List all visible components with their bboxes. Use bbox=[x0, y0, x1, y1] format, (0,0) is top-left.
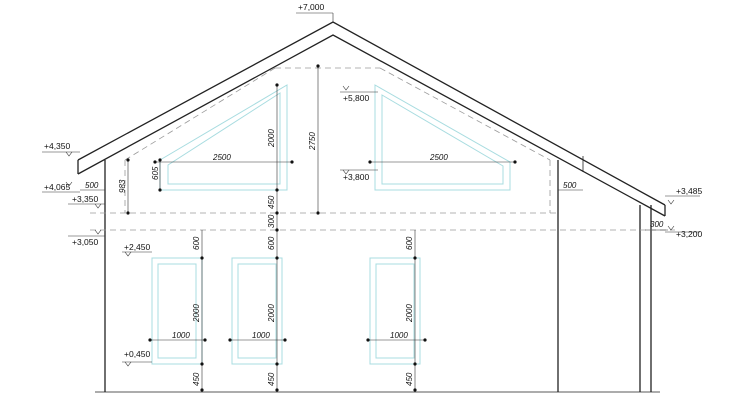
dim-450-c: 450 bbox=[405, 372, 414, 386]
dim-1000-a: 1000 bbox=[172, 331, 190, 340]
dim-2000-a: 2000 bbox=[192, 304, 201, 323]
level-marker-attic-window-bottom: +3,800 bbox=[340, 169, 378, 182]
window-2 bbox=[231, 257, 283, 365]
level-eave-right-bottom: +3,200 bbox=[676, 229, 703, 239]
level-attic-window-top: +5,800 bbox=[343, 93, 370, 103]
attic-window-left-inner bbox=[167, 92, 281, 185]
level-marker-eave-right-top: +3,485 bbox=[665, 186, 703, 205]
dim-300-eave: 300 bbox=[650, 220, 664, 229]
level-attic-window-bottom: +3,800 bbox=[343, 172, 370, 182]
dim-605: 605 bbox=[151, 166, 160, 180]
dim-1000-c: 1000 bbox=[390, 331, 408, 340]
level-marker-attic-floor-bottom: +3,050 bbox=[68, 229, 105, 247]
level-marker-eave-left-top: +4,350 bbox=[42, 141, 80, 157]
dim-300-floor: 300 bbox=[267, 214, 276, 228]
level-marker-attic-floor-top: +3,350 bbox=[68, 194, 105, 209]
dim-600-b: 600 bbox=[267, 236, 276, 250]
roof-outer-line bbox=[77, 21, 666, 206]
window-3-inner bbox=[375, 263, 415, 359]
dim-2000-attic: 2000 bbox=[267, 129, 276, 148]
attic-window-right bbox=[374, 84, 511, 191]
level-window-top: +2,450 bbox=[124, 242, 151, 252]
dim-600-a: 600 bbox=[192, 236, 201, 250]
window-1-inner bbox=[157, 263, 197, 359]
dim-2500-left: 2500 bbox=[212, 153, 231, 162]
dim-450-attic: 450 bbox=[267, 195, 276, 209]
level-marker-ridge: +7,000 bbox=[296, 2, 334, 22]
level-window-bottom: +0,450 bbox=[124, 349, 151, 359]
window-3 bbox=[369, 257, 421, 365]
dim-500-left: 500 bbox=[85, 181, 99, 190]
dim-450-a: 450 bbox=[192, 372, 201, 386]
dim-2500-right: 2500 bbox=[429, 153, 448, 162]
level-attic-floor-bottom: +3,050 bbox=[72, 237, 99, 247]
level-marker-eave-left-bottom: +4,065 bbox=[42, 181, 80, 193]
attic-slope-left bbox=[124, 67, 276, 161]
dim-500-right: 500 bbox=[563, 181, 577, 190]
dim-1000-b: 1000 bbox=[252, 331, 270, 340]
level-marker-attic-window-top: +5,800 bbox=[340, 85, 378, 103]
roof-inner-line bbox=[77, 34, 666, 217]
attic-window-right-inner bbox=[381, 94, 504, 185]
dim-2000-b: 2000 bbox=[267, 304, 276, 323]
dim-600-c: 600 bbox=[405, 236, 414, 250]
dim-2750: 2750 bbox=[308, 132, 317, 151]
dim-2000-c: 2000 bbox=[405, 304, 414, 323]
level-marker-eave-right-bottom: +3,200 bbox=[665, 225, 703, 239]
level-eave-left-bottom: +4,065 bbox=[44, 182, 71, 192]
level-ridge: +7,000 bbox=[298, 2, 325, 12]
window-2-inner bbox=[237, 263, 277, 359]
level-attic-floor-top: +3,350 bbox=[72, 194, 99, 204]
level-marker-window-top: +2,450 bbox=[122, 242, 152, 257]
level-eave-right-top: +3,485 bbox=[676, 186, 703, 196]
dim-450-b: 450 bbox=[267, 372, 276, 386]
level-eave-left-top: +4,350 bbox=[44, 141, 71, 151]
level-marker-window-bottom: +0,450 bbox=[122, 349, 152, 367]
attic-slope-right bbox=[379, 67, 551, 161]
dim-983: 983 bbox=[118, 179, 127, 193]
